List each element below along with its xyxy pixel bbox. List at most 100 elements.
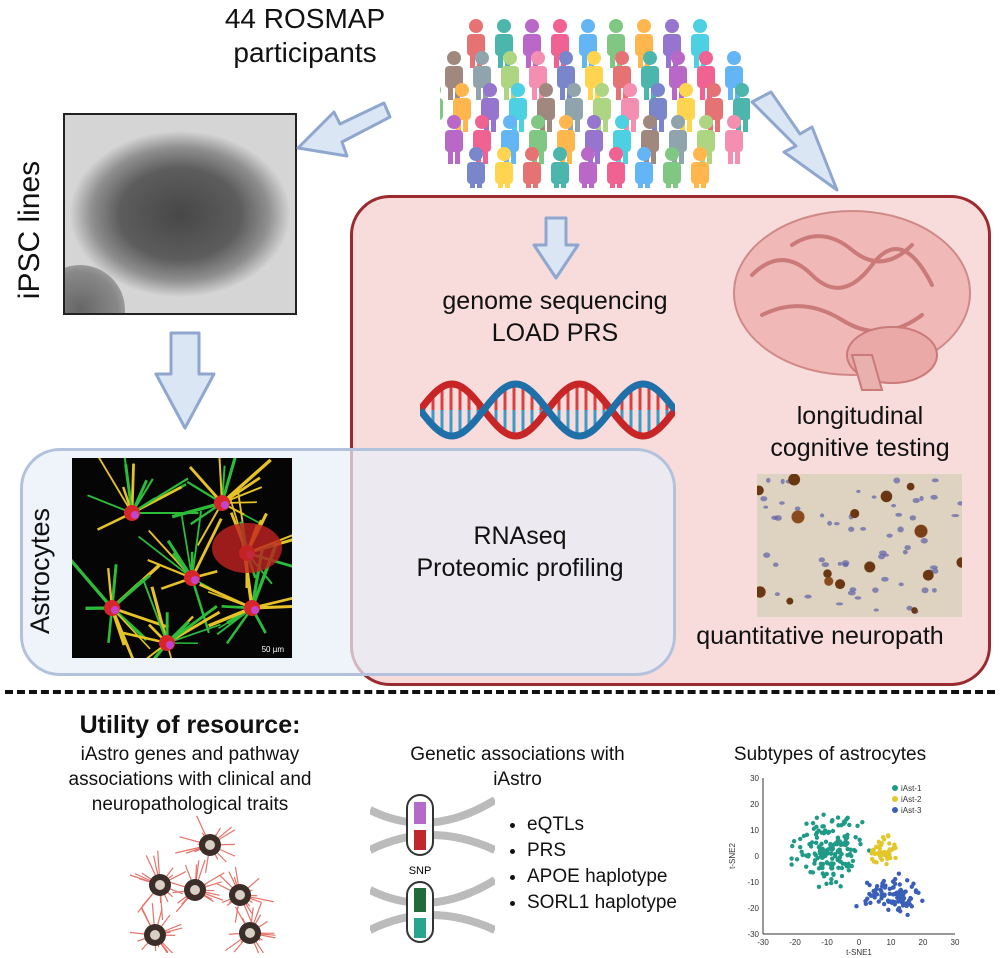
network-nucleus [235,890,245,900]
scatter-point [804,821,809,826]
genetic-assoc-list: eQTLsPRSAPOE haplotypeSORL1 haplotype [507,812,677,916]
scatter-point [854,904,859,909]
astrocyte-nucleus [221,501,229,509]
scatter-point [790,843,795,849]
nucleus-dot [932,568,939,574]
col1-line3: neuropathological traits [91,794,289,815]
scatter-point [798,836,803,842]
nucleus-dot [873,608,879,612]
nucleus-dot [895,512,903,517]
scatter-point [789,856,794,861]
scatter-point [846,868,852,873]
genetic-assoc-item: APOE haplotype [527,864,677,890]
scatter-point [822,848,827,854]
scatter-point [839,873,845,879]
scatter-point [845,815,850,820]
scatter-point [814,815,820,821]
x-tick-label: -10 [821,938,833,947]
snp-label: SNP [409,865,432,877]
participants-title: 44 ROSMAP participants [200,2,410,70]
scatter-point [877,846,882,852]
scatter-point [890,885,896,890]
nucleus-dot [760,496,768,502]
scatter-point [812,851,817,856]
scatter-point [887,891,892,897]
x-tick-label: 10 [887,938,896,947]
nucleus-dot [904,545,911,551]
nucleus-dot [837,561,843,566]
scatter-point [836,823,841,828]
scatter-point [806,854,811,859]
rnaseq-label: RNAseq [473,522,567,550]
scatter-point [794,857,800,862]
dna-helix-icon [420,380,675,440]
scatter-point [886,907,891,912]
scatter-point [829,819,835,824]
y-tick-label: 30 [750,774,759,783]
legend-marker [892,807,898,813]
person-icon [635,147,653,188]
y-tick-label: 20 [750,800,759,809]
person-icon [697,115,715,164]
col2-line2: iAstro [493,769,542,790]
nucleus-dot [932,587,937,593]
astrocyte-nucleus [166,641,174,649]
nucleus-dot [854,596,862,600]
scatter-point [814,835,820,840]
tangle-dot [922,569,934,581]
scatter-point [897,897,903,903]
scatter-point [860,819,865,825]
flow-arrows [154,90,839,430]
ipsc-colony-photo [63,113,297,315]
nucleus-dot [804,594,812,599]
col1-line2: associations with clinical and [68,769,312,790]
scatter-point [789,862,794,867]
cognitive-text: longitudinal cognitive testing [750,400,970,464]
nucleus-dot [951,513,960,518]
scatter-point [878,843,883,848]
scatter-point [831,872,836,878]
nucleus-dot [906,605,913,611]
tangle-dot [911,607,918,614]
scatter-point [872,892,877,897]
scatter-point [850,858,856,864]
scatter-point [816,884,822,890]
scatter-point [881,837,887,842]
astrocyte-process [190,517,223,579]
scatter-point [838,884,843,889]
scatter-point [824,871,829,877]
scatter-point [916,890,921,896]
nucleus-dot [794,506,801,511]
scatter-point [897,882,902,887]
nucleus-dot [871,495,877,499]
scatter-point [892,842,897,847]
scatter-point [878,887,883,893]
scatter-point [833,879,839,885]
legend-marker [892,796,898,802]
person-icon [663,147,681,188]
x-axis-label: t-SNE1 [846,948,872,957]
astrocyte-process [220,458,237,504]
scatter-point [908,895,913,901]
scatter-point [884,861,889,867]
genome-text: genome sequencing LOAD PRS [395,285,715,349]
person-icon [445,115,463,164]
omics-text: RNAseq Proteomic profiling [400,520,640,584]
scatter-point [894,890,900,895]
scatter-point [800,852,805,858]
scatter-point [829,861,834,866]
nucleus-dot [920,538,928,544]
astrocyte-process [199,583,253,610]
astrocyte-process [98,458,133,514]
scatter-point [851,847,857,853]
tangle-dot [757,586,766,598]
scatter-point [865,896,870,901]
scatter-point [886,834,891,839]
scatter-point [804,832,810,838]
y-tick-label: -20 [747,904,759,913]
astrocyte-process [166,623,221,644]
scatter-point [858,841,863,847]
scatter-point [835,856,841,862]
scatter-point [832,852,838,857]
dna-strand-blue [420,380,675,440]
